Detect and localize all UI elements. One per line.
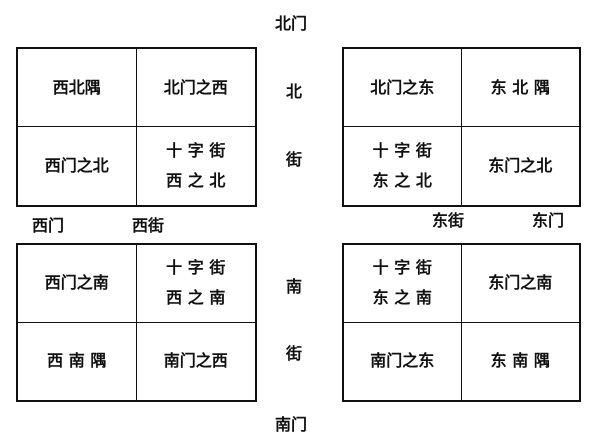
east-street-label: 东街	[431, 211, 465, 230]
cell: 西门之北	[18, 127, 137, 205]
cell: 东门之北	[462, 127, 580, 205]
south-street-label-1: 南	[285, 277, 303, 296]
cell-text: 西 之 南	[166, 288, 226, 308]
cell: 十 字 街东 之 南	[344, 245, 462, 323]
south-gate-label: 南门	[274, 415, 308, 434]
cell-text: 南门之东	[370, 351, 435, 371]
quadrant-northwest: 西北隅 北门之西 西门之北 十 字 街西 之 北	[16, 47, 257, 207]
cell-text: 西门之北	[44, 156, 109, 175]
south-street-label-2: 街	[285, 344, 303, 363]
cell: 十 字 街西 之 南	[136, 245, 255, 323]
north-gate-label: 北门	[274, 14, 308, 33]
cell: 东门之南	[461, 245, 579, 323]
cell-text: 东 南 隅	[490, 351, 550, 371]
cell-text: 十 字 街	[372, 141, 432, 160]
cell-text: 南门之西	[163, 351, 228, 371]
cell-text: 十 字 街	[372, 258, 432, 278]
cell: 南门之西	[137, 323, 256, 401]
cell-text: 东门之南	[488, 273, 553, 293]
cell: 西 南 隅	[18, 322, 137, 400]
cell-text: 西门之南	[44, 273, 109, 293]
cell: 东 南 隅	[462, 323, 580, 401]
quadrant-northeast: 北门之东 东 北 隅 十 字 街东 之 北 东门之北	[342, 47, 581, 207]
west-gate-label: 西门	[31, 216, 65, 235]
cell-text: 十 字 街	[166, 258, 226, 278]
cell-text: 北门之西	[163, 77, 228, 97]
north-street-label-2: 街	[285, 150, 303, 169]
cell-text: 十 字 街	[166, 141, 226, 160]
cell-text: 西 之 北	[166, 171, 226, 190]
cell: 北门之东	[344, 49, 462, 127]
west-street-label: 西街	[131, 216, 165, 235]
quadrant-southwest: 西门之南 十 字 街西 之 南 西 南 隅 南门之西	[16, 243, 257, 402]
cell-text: 东门之北	[488, 156, 553, 175]
cell-text: 东 之 南	[372, 288, 432, 308]
cell-text: 东 之 北	[372, 171, 432, 190]
quadrant-southeast: 十 字 街东 之 南 东门之南 南门之东 东 南 隅	[342, 243, 581, 402]
cell: 十 字 街东 之 北	[344, 127, 462, 205]
cell: 南门之东	[344, 322, 462, 400]
cell-text: 西 南 隅	[47, 351, 107, 371]
cell: 西北隅	[18, 49, 137, 127]
cell: 西门之南	[18, 245, 137, 323]
cell: 十 字 街西 之 北	[137, 127, 256, 205]
east-gate-label: 东门	[531, 211, 565, 230]
cell-text: 西北隅	[52, 77, 101, 97]
cell-text: 北门之东	[370, 77, 435, 97]
cell: 北门之西	[136, 49, 255, 127]
cell-text: 东 北 隅	[490, 77, 550, 97]
north-street-label-1: 北	[285, 82, 303, 101]
cell: 东 北 隅	[461, 49, 579, 127]
